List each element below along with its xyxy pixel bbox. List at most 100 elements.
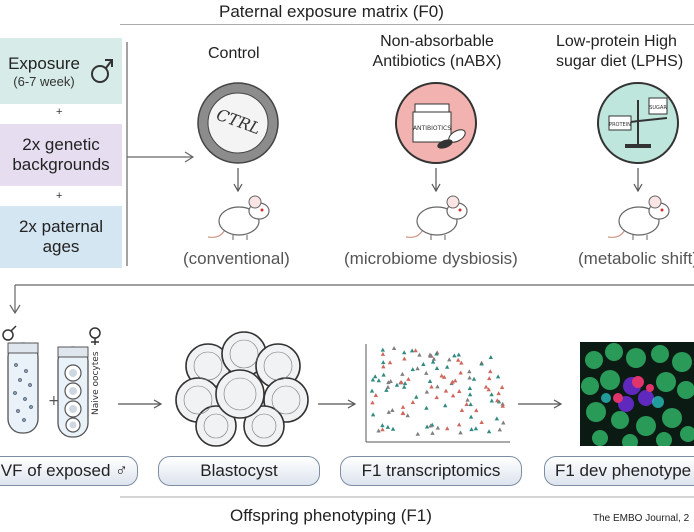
condition-title-control: Control <box>208 45 260 62</box>
scatter-point <box>406 376 411 381</box>
mouse-icon <box>405 195 468 240</box>
genetic-backgrounds-box: 2x genetic backgrounds <box>0 124 122 186</box>
scatter-point <box>385 384 391 389</box>
scatter-point <box>439 373 444 378</box>
scatter-point <box>428 423 433 428</box>
scatter-point <box>381 364 386 369</box>
scatter-point <box>469 427 474 432</box>
scatter-point <box>409 348 415 353</box>
right-arrow-icon <box>518 399 563 409</box>
scatter-point <box>465 397 470 402</box>
scatter-point <box>467 369 472 374</box>
scatter-point <box>380 351 386 356</box>
scatter-point <box>434 366 440 371</box>
scatter-point <box>495 374 501 379</box>
scatter-point <box>421 361 426 366</box>
scatter-point <box>424 370 429 375</box>
scatter-point <box>468 414 474 419</box>
scatter-point <box>380 423 385 428</box>
scatter-point <box>369 388 375 393</box>
scatter-point <box>380 347 385 352</box>
scatter-point <box>372 374 378 379</box>
scatter-point <box>430 430 435 435</box>
scatter-point <box>458 430 463 435</box>
scatter-point <box>444 364 450 369</box>
plus-sign: + <box>48 393 60 409</box>
scatter-point <box>483 384 489 389</box>
stage-dev-phenotype: F1 dev phenotype <box>544 456 694 486</box>
footer-title: Offspring phenotyping (F1) <box>230 506 432 525</box>
scatter-point <box>394 382 400 387</box>
stage-dev-phenotype-label: F1 dev phenotype <box>555 461 692 480</box>
plus-sign: + <box>56 106 63 118</box>
scatter-point <box>497 427 503 432</box>
exposure-box: Exposure (6-7 week) <box>0 38 122 104</box>
scatter-point <box>434 351 439 356</box>
scatter-point <box>424 389 430 394</box>
scatter-point <box>400 371 405 376</box>
control-icon: CTRL <box>197 82 279 164</box>
scatter-point <box>459 360 464 365</box>
female-symbol-icon <box>89 327 101 345</box>
transcriptomics-scatter <box>365 344 510 443</box>
scatter-point <box>450 379 455 384</box>
down-arrow-icon <box>633 168 643 193</box>
right-arrow-icon <box>118 399 163 409</box>
scatter-point <box>390 408 395 413</box>
scatter-point <box>442 374 447 379</box>
journal-credit: The EMBO Journal, 2 <box>593 513 690 524</box>
scatter-point <box>468 402 473 407</box>
scatter-point <box>376 378 382 383</box>
scatter-point <box>370 377 376 382</box>
scatter-point <box>443 403 448 408</box>
mouse-label-control: (conventional) <box>183 249 290 268</box>
scatter-point <box>473 426 479 431</box>
scatter-point <box>443 388 449 393</box>
scatter-point <box>410 367 415 372</box>
scatter-point <box>435 384 440 389</box>
scatter-point <box>400 410 405 415</box>
scatter-point <box>430 359 436 364</box>
scatter-point <box>391 346 397 351</box>
scatter-point <box>388 379 393 384</box>
scatter-point <box>457 389 462 394</box>
condition-title-nabx: Non-absorbable Antibiotics (nABX) <box>372 33 502 70</box>
scatter-point <box>450 393 456 398</box>
scatter-point <box>390 426 396 431</box>
mouse-icon <box>207 195 270 240</box>
header-divider <box>120 24 694 25</box>
scatter-point <box>495 398 500 403</box>
phenotype-micrograph <box>580 342 694 446</box>
down-arrow-icon <box>233 168 243 193</box>
blastocyst-illustration <box>175 331 309 447</box>
scatter-point <box>384 387 389 392</box>
down-arrow-icon <box>431 168 441 193</box>
scatter-point <box>380 427 385 432</box>
condition-title-lphs: Low-protein High sugar diet (LPHS) <box>556 33 684 70</box>
scatter-point <box>500 403 505 408</box>
scatter-point <box>487 376 492 381</box>
scatter-point <box>415 431 420 436</box>
scatter-point <box>370 412 376 417</box>
scatter-point <box>486 387 491 392</box>
scatter-point <box>410 399 416 404</box>
scatter-point <box>415 366 420 371</box>
scatter-point <box>434 395 439 400</box>
pill-bottle-icon: ANTIBIOTICS <box>395 82 477 164</box>
scatter-point <box>488 355 494 360</box>
scatter-point <box>370 400 375 405</box>
antibiotic-label: ANTIBIOTICS <box>413 125 451 132</box>
protein-label: PROTEIN <box>609 122 631 128</box>
scatter-point <box>402 356 407 361</box>
scatter-point <box>489 392 494 397</box>
plus-sign: + <box>56 190 63 202</box>
scatter-point <box>500 401 505 406</box>
scatter-point <box>467 392 473 397</box>
scatter-point <box>471 376 477 381</box>
scatter-point <box>499 385 505 390</box>
scatter-point <box>452 353 457 358</box>
exposure-label: Exposure <box>8 53 80 73</box>
genetic-backgrounds-label: 2x genetic backgrounds <box>12 135 110 174</box>
scatter-point <box>479 361 484 366</box>
